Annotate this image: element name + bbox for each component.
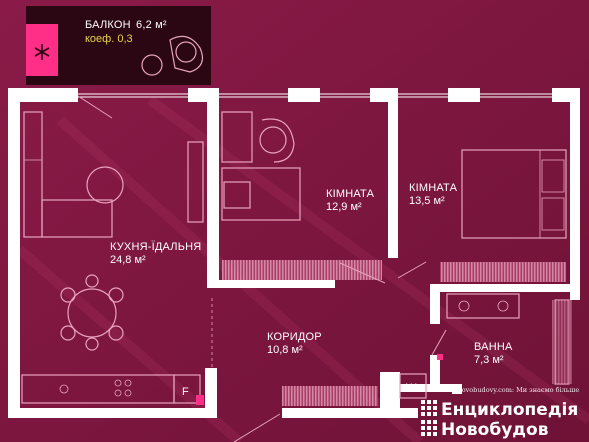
balcony: БАЛКОН 6,2 м² коеф. 0,3 (26, 6, 211, 85)
asterisk-icon (34, 44, 50, 60)
balcony-name: БАЛКОН (85, 19, 131, 31)
watermark-line1: Енциклопедія (441, 400, 578, 420)
room2-name: КІМНАТА (409, 182, 458, 194)
windows (78, 93, 552, 98)
watermark: Novobudovy.com: Ми знаємо більше Енцикло… (421, 386, 579, 440)
room2-area: 13,5 м² (409, 195, 445, 207)
grid-logo-icon (421, 400, 437, 436)
washer-label: W (406, 382, 417, 394)
bath-area: 7,3 м² (474, 354, 504, 366)
bath-furniture (446, 293, 572, 385)
entrance-door (233, 413, 281, 442)
room2-furniture (440, 149, 567, 282)
corridor-furniture (211, 298, 427, 406)
walls (8, 88, 580, 418)
kitchen-name: КУХНЯ-ЇДАЛЬНЯ (110, 241, 201, 253)
kitchen-furniture (21, 111, 204, 404)
room1-area: 12,9 м² (326, 201, 362, 213)
door-marker-kitchen (196, 395, 204, 405)
room1-furniture (221, 111, 382, 280)
fridge-label: F (182, 386, 189, 398)
balcony-area: 6,2 м² (136, 19, 167, 31)
corridor-name: КОРИДОР (267, 331, 322, 343)
corridor-area: 10,8 м² (267, 344, 303, 356)
watermark-line2: Новобудов (441, 420, 549, 440)
door-marker-corridor (437, 354, 443, 360)
room1-door-swing (339, 262, 386, 284)
bath-door-swing (431, 329, 447, 356)
balcony-door-swing (77, 95, 113, 119)
watermark-tagline: Novobudovy.com: Ми знаємо більше (456, 386, 579, 394)
room2-door-swing (397, 261, 427, 279)
kitchen-area: 24,8 м² (110, 254, 146, 266)
bath-name: ВАННА (474, 341, 513, 353)
room1-name: КІМНАТА (326, 188, 375, 200)
balcony-coef: коеф. 0,3 (85, 33, 133, 45)
